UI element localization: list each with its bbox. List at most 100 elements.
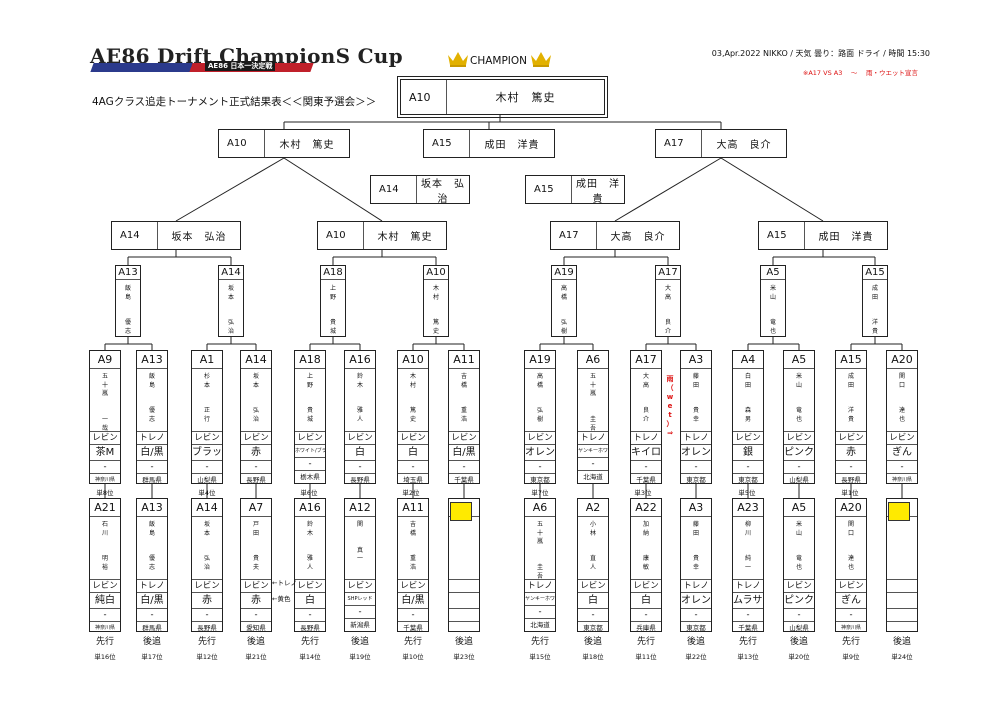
prefecture: 神奈川県 [90, 621, 120, 634]
driver-name: 坂本弘治 [227, 285, 234, 335]
car-color: オレンジ [681, 444, 711, 460]
final-box: A15 成田 洋貴 [423, 129, 555, 158]
car-model: レビン [784, 431, 814, 444]
bracket-line [614, 157, 722, 222]
seed-label: A17 [656, 266, 680, 280]
seed-label: A20 [836, 499, 866, 517]
separator: - [295, 457, 325, 470]
separator: - [733, 608, 763, 621]
rank-label: 単15位 [529, 653, 551, 661]
car-color: 赤 [241, 444, 271, 460]
car-color: ムラサキ [733, 592, 763, 608]
car-color [887, 592, 917, 608]
seed-label: A5 [761, 266, 785, 280]
prefecture: 愛知県 [241, 621, 271, 634]
driver-name: 米山竜也 [769, 285, 776, 335]
rank-label: 単12位 [196, 653, 218, 661]
rank-label: 単24位 [891, 653, 913, 661]
run-order: 先行 [95, 637, 114, 647]
prefecture: 北海道 [525, 618, 555, 631]
driver-name: 大高 良介 [716, 140, 772, 151]
rank-label: 単22位 [685, 653, 707, 661]
seed-label: A18 [295, 351, 325, 369]
prefecture: 長野県 [192, 621, 222, 634]
separator: - [836, 608, 866, 621]
driver-name: 木村篤史 [432, 285, 439, 335]
driver-name: 成田 洋貴 [484, 140, 540, 151]
driver-name: 上野貴城 [306, 373, 313, 423]
seed-label: A4 [733, 351, 763, 369]
separator [887, 608, 917, 621]
separator: - [192, 460, 222, 473]
separator: - [578, 608, 608, 621]
driver-name: 吉橋重浩 [460, 373, 467, 423]
car-model: レビン [836, 431, 866, 444]
prefecture: 長野県 [295, 621, 325, 634]
car-color: ぎん [836, 592, 866, 608]
car-color [449, 592, 479, 608]
champion-label: CHAMPION [470, 55, 528, 67]
prefecture: 群馬県 [137, 473, 167, 486]
driver-name: 鈴木雅人 [356, 373, 363, 423]
car-model [887, 579, 917, 592]
prefecture: 長野県 [345, 473, 375, 486]
quarter-box: A10 木村篤史 [423, 265, 449, 337]
car-model: トレノ [137, 579, 167, 592]
car-model: レビン [525, 431, 555, 444]
driver-name: 大高 良介 [610, 232, 666, 243]
seed-label: A3 [681, 351, 711, 369]
entry-card: A1杉本正行レビンブラック-山梨県 [191, 350, 223, 484]
car-model: レビン [836, 579, 866, 592]
driver-name: 坂本 弘治 [171, 232, 227, 243]
car-color: 白 [295, 592, 325, 608]
separator: - [90, 608, 120, 621]
driver-name: 石川明裕 [101, 521, 108, 571]
prefecture: 東京都 [681, 621, 711, 634]
seed-label: A11 [449, 351, 479, 369]
driver-name: 成田洋貴 [847, 373, 854, 423]
separator: - [578, 457, 608, 470]
run-order: 先行 [636, 637, 655, 647]
driver-name: 上野貴城 [329, 285, 336, 335]
separator: - [398, 608, 428, 621]
seed-label: A15 [526, 176, 572, 203]
separator [449, 608, 479, 621]
driver-name: 戸田貴夫 [252, 521, 259, 571]
driver-name: 大高良介 [664, 285, 671, 335]
driver-name: 高橋弘樹 [536, 373, 543, 423]
car-color: 白 [345, 444, 375, 460]
car-model: レビン [295, 579, 325, 592]
separator: - [295, 608, 325, 621]
champion-seed: A10 [401, 80, 447, 114]
prefecture: 千葉県 [398, 621, 428, 634]
prefecture: 東京都 [681, 473, 711, 486]
rank-label: 単4位 [198, 489, 216, 497]
seed-label: A10 [424, 266, 448, 280]
car-model: レビン [631, 579, 661, 592]
driver-name [449, 517, 479, 579]
run-order: 後追 [246, 637, 265, 647]
seed-label: A15 [424, 130, 470, 157]
car-color: SHPレッド [345, 592, 375, 605]
driver-name: 大高良介 [642, 373, 649, 423]
rank-label: 単8位 [96, 489, 114, 497]
seed-label: A18 [321, 266, 345, 280]
driver-name: 坂本弘治 [252, 373, 259, 423]
prefecture: 千葉県 [733, 621, 763, 634]
seed-label: A10 [219, 130, 265, 157]
car-model: トレノ [525, 579, 555, 592]
driver-name: 五十嵐圭吾 [536, 521, 543, 580]
